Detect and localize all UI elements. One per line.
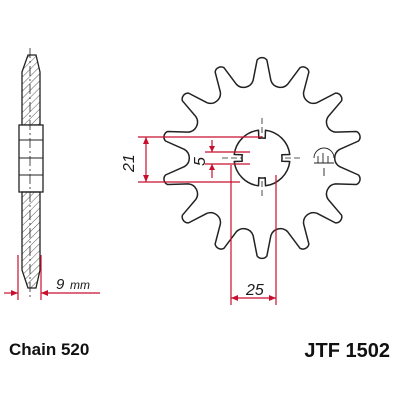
bore-height-value: 21 [121,154,138,173]
side-view-hub [18,124,44,193]
bore-diameter-dimension [230,165,277,305]
thickness-value: 9 [56,276,65,293]
spline-width-value: 5 [192,157,209,166]
rotation-symbol-icon [313,147,335,176]
spline-width-dimension [205,140,250,178]
part-number: JTF 1502 [304,340,390,362]
front-view [163,56,361,260]
spline-bore [233,129,291,187]
side-view-upper-body [21,54,41,126]
bore-height-dimension [138,136,262,183]
side-view-lower-body [21,191,41,289]
thickness-dimension [4,255,100,300]
thickness-unit: mm [70,278,90,292]
bore-diameter-value: 25 [245,282,264,299]
chain-label: Chain 520 [9,340,90,359]
side-view: 9 mm [4,48,100,300]
